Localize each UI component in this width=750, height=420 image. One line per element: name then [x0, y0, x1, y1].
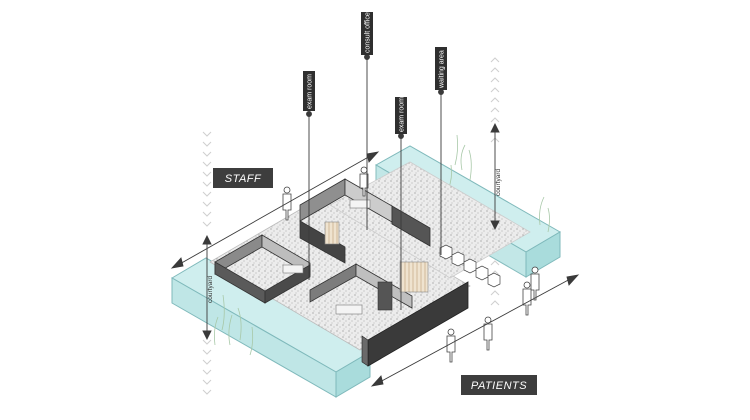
waiting-area-floor [329, 161, 531, 279]
svg-text:exam room: exam room [307, 74, 314, 109]
svg-text:STAFF: STAFF [225, 173, 262, 185]
label-waiting-area: waiting area [435, 47, 447, 90]
leader-lines [306, 54, 444, 310]
label-courtyard-left: courtyard [207, 276, 214, 303]
label-courtyard-right: courtyard [495, 169, 502, 196]
courtyard-left-glass [171, 257, 371, 398]
svg-text:PATIENTS: PATIENTS [471, 380, 527, 392]
chevron-guide-left [202, 131, 212, 395]
label-consult-office: consult office [361, 12, 373, 55]
courtyard-right-dimension [490, 122, 500, 231]
staff-tag: STAFF [213, 168, 273, 188]
patients-circulation-arrow [370, 274, 580, 387]
waiting-chairs [439, 244, 501, 288]
staff-circulation-arrow [170, 151, 380, 269]
svg-text:waiting area: waiting area [439, 50, 446, 89]
label-exam-room-1: exam room [303, 71, 315, 111]
svg-text:consult office: consult office [365, 12, 372, 53]
consult-office-walls [299, 178, 431, 264]
courtyard-left-dimension [202, 234, 212, 341]
exam-room-1-walls [214, 234, 311, 304]
svg-text:exam room: exam room [399, 97, 406, 132]
patients-tag: PATIENTS [461, 375, 537, 395]
label-exam-room-2: exam room [395, 97, 407, 134]
exam-room-2-walls [309, 261, 469, 367]
